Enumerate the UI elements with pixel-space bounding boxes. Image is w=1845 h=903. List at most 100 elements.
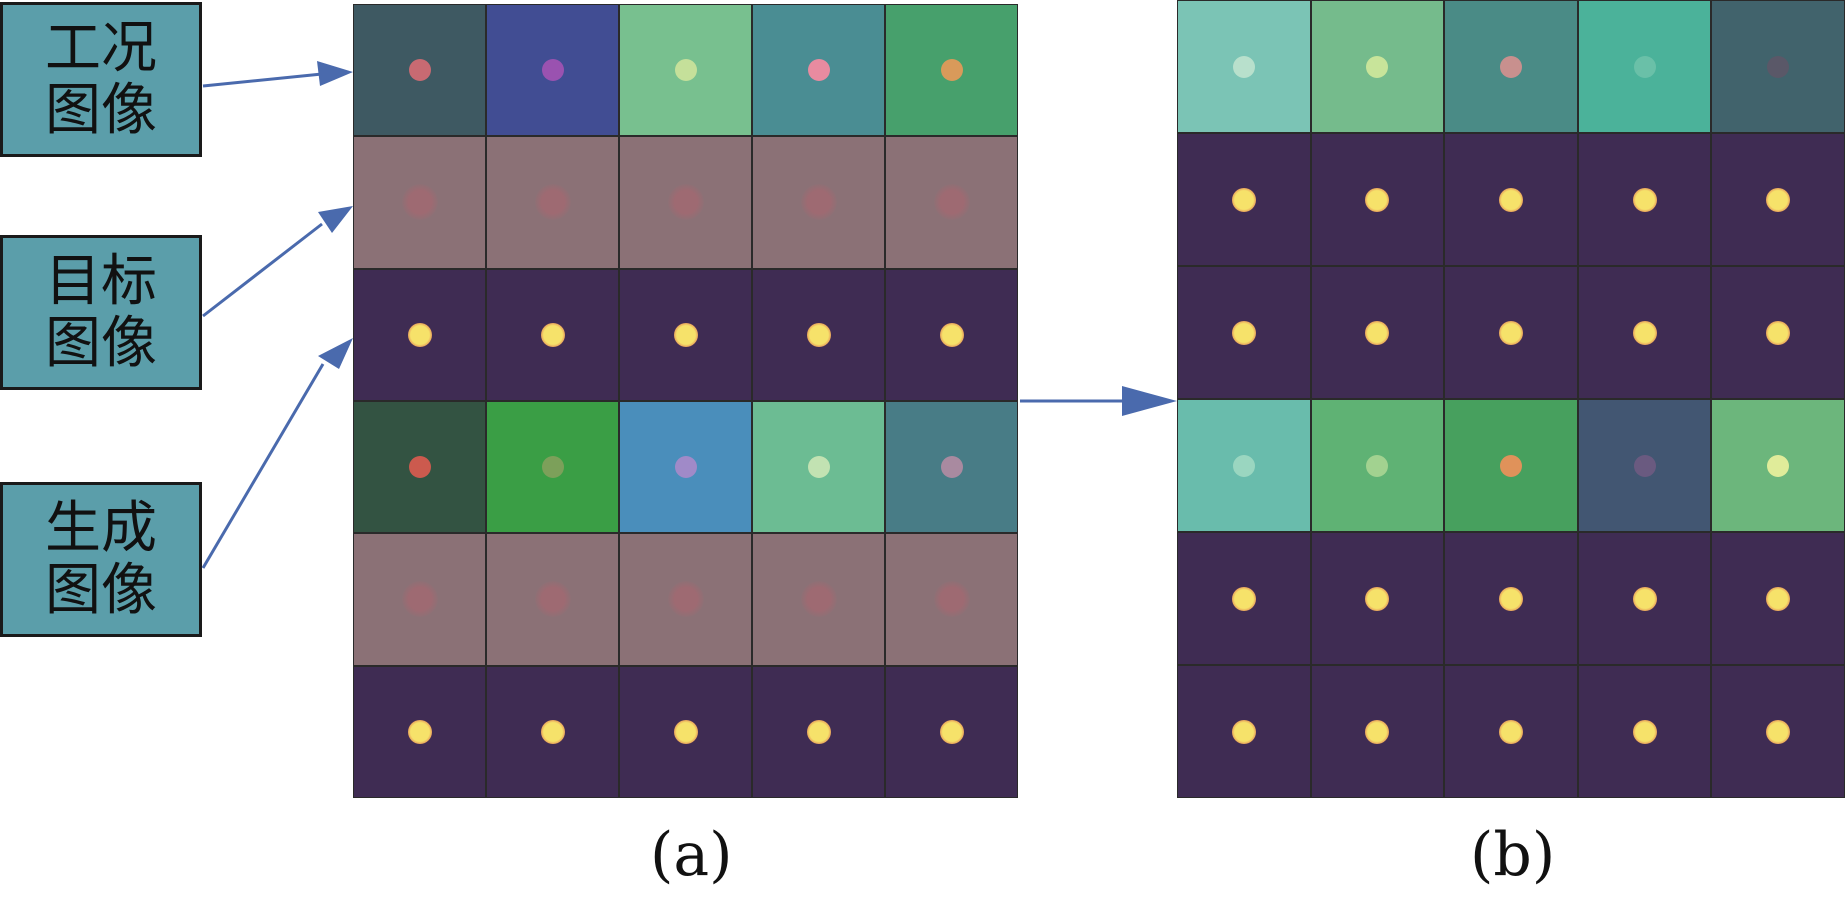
- panel-b-tile-field-r3-c3: [1444, 266, 1578, 399]
- panel-a-tile-condition-r1-c4: [752, 4, 885, 137]
- panel-a-dot-r5-c4: [800, 581, 837, 618]
- panel-b-tile-condition-r1-c4: [1577, 0, 1712, 133]
- panel-b-tile-condition-r4-c4: [1577, 399, 1712, 532]
- panel-b-dot-r6-c2: [1365, 719, 1390, 744]
- panel-a-tile-field-r3-c4: [752, 268, 885, 401]
- panel-a-dot-r4-c4: [807, 456, 830, 479]
- label-generated-line2: 图像: [45, 557, 157, 623]
- panel-a-tile-target-r2-c4: [752, 136, 885, 269]
- panel-a-dot-r3-c4: [806, 322, 831, 347]
- panel-a-dot-r2-c5: [933, 184, 970, 221]
- panel-b-dot-r3-c1: [1231, 320, 1256, 345]
- panel-a-tile-field-r3-c1: [353, 268, 486, 401]
- panel-a-dot-r1-c5: [940, 59, 963, 82]
- panel-a-dot-r1-c1: [408, 59, 431, 82]
- panel-b-dot-r1-c2: [1366, 55, 1389, 78]
- panel-b-tile-condition-r1-c2: [1310, 0, 1445, 133]
- panel-b-tile-condition-r1-c3: [1444, 0, 1578, 133]
- panel-a-tile-condition-r4-c5: [885, 400, 1018, 534]
- panel-a-dot-r4-c1: [408, 456, 431, 479]
- panel-b-dot-r4-c1: [1232, 454, 1255, 477]
- panel-a-dot-r3-c1: [407, 322, 432, 347]
- panel-b-dot-r3-c5: [1766, 320, 1791, 345]
- panel-b-tile-field-r6-c2: [1310, 665, 1445, 798]
- panel-a-dot-r1-c2: [541, 59, 564, 82]
- panel-b-tile-field-r6-c1: [1177, 665, 1311, 798]
- panel-a-tile-field-r6-c2: [486, 665, 619, 798]
- panel-b-grid: [1177, 0, 1845, 798]
- panel-a-dot-r5-c2: [534, 581, 571, 618]
- panel-b-dot-r2-c4: [1632, 187, 1657, 212]
- panel-b-tile-field-r2-c2: [1310, 133, 1445, 266]
- label-condition-image: 工况 图像: [0, 2, 202, 157]
- panel-a-dot-r4-c2: [541, 456, 564, 479]
- panel-b-dot-r1-c4: [1633, 55, 1656, 78]
- panel-a-tile-condition-r1-c2: [486, 4, 619, 137]
- panel-a-tile-condition-r4-c3: [619, 400, 752, 534]
- panel-a-dot-r2-c1: [401, 184, 438, 221]
- panel-b-dot-r3-c2: [1365, 320, 1390, 345]
- panel-b-tile-field-r3-c5: [1711, 266, 1845, 399]
- panel-a-dot-r1-c3: [674, 59, 697, 82]
- panel-a-dot-r4-c5: [940, 456, 963, 479]
- panel-b-tile-field-r5-c3: [1444, 532, 1578, 665]
- panel-b-tile-field-r2-c1: [1177, 133, 1311, 266]
- panel-a-dot-r5-c3: [667, 581, 704, 618]
- panel-a-dot-r3-c5: [939, 322, 964, 347]
- panel-a-tile-condition-r4-c2: [486, 400, 619, 534]
- panel-b-dot-r5-c5: [1766, 586, 1791, 611]
- panel-a-dot-r3-c3: [673, 322, 698, 347]
- panel-a-tile-target-r5-c3: [619, 533, 752, 666]
- panel-a-tile-target-r2-c5: [885, 136, 1018, 269]
- panel-b-tile-condition-r4-c3: [1444, 399, 1578, 532]
- panel-b-dot-r6-c4: [1632, 719, 1657, 744]
- panel-b-dot-r1-c1: [1232, 55, 1255, 78]
- panel-b-tile-condition-r1-c5: [1711, 0, 1845, 133]
- arrowhead-target: [318, 206, 353, 233]
- panel-a-dot-r2-c3: [667, 184, 704, 221]
- panel-b-dot-r5-c3: [1498, 586, 1523, 611]
- panel-a-dot-r4-c3: [674, 456, 697, 479]
- panel-b-tile-condition-r4-c1: [1177, 399, 1311, 532]
- panel-b-tile-field-r5-c2: [1310, 532, 1445, 665]
- caption-b: (b): [1470, 820, 1556, 890]
- panel-a-dot-r1-c4: [807, 59, 830, 82]
- panel-b-tile-field-r2-c3: [1444, 133, 1578, 266]
- panel-a-tile-target-r2-c3: [619, 136, 752, 269]
- panel-a-tile-condition-r4-c4: [752, 400, 885, 534]
- label-target-line1: 目标: [45, 248, 157, 314]
- arrowhead-generated: [318, 338, 353, 369]
- panel-b-dot-r4-c2: [1366, 454, 1389, 477]
- panel-a-dot-r6-c4: [806, 719, 831, 744]
- arrow-generated: [201, 363, 325, 569]
- panel-a-tile-condition-r1-c1: [353, 4, 486, 137]
- panel-a-tile-field-r3-c2: [486, 268, 619, 401]
- panel-b-dot-r5-c4: [1632, 586, 1657, 611]
- panel-a-tile-target-r2-c2: [486, 136, 619, 269]
- panel-a-tile-condition-r4-c1: [353, 400, 486, 534]
- panel-b-tile-field-r3-c1: [1177, 266, 1311, 399]
- panel-a-dot-r5-c5: [933, 581, 970, 618]
- panel-b-tile-field-r5-c1: [1177, 532, 1311, 665]
- label-condition-line2: 图像: [45, 77, 157, 143]
- arrowhead-condition: [317, 61, 353, 86]
- label-target-line2: 图像: [45, 310, 157, 376]
- panel-a-tile-condition-r1-c5: [885, 4, 1018, 137]
- panel-a-dot-r2-c2: [534, 184, 571, 221]
- panel-a-tile-field-r6-c3: [619, 665, 752, 798]
- panel-b-tile-field-r5-c5: [1711, 532, 1845, 665]
- panel-b-dot-r4-c5: [1767, 454, 1790, 477]
- panel-b-dot-r2-c3: [1498, 187, 1523, 212]
- panel-b-tile-field-r6-c4: [1577, 665, 1712, 798]
- panel-b-tile-condition-r1-c1: [1177, 0, 1311, 133]
- panel-b-tile-field-r6-c3: [1444, 665, 1578, 798]
- panel-b-dot-r4-c3: [1499, 454, 1522, 477]
- panel-b-dot-r2-c1: [1231, 187, 1256, 212]
- label-condition-line1: 工况: [45, 15, 157, 81]
- panel-a-dot-r6-c2: [540, 719, 565, 744]
- label-target-image: 目标 图像: [0, 235, 202, 390]
- label-generated-image: 生成 图像: [0, 482, 202, 637]
- panel-a-dot-r6-c3: [673, 719, 698, 744]
